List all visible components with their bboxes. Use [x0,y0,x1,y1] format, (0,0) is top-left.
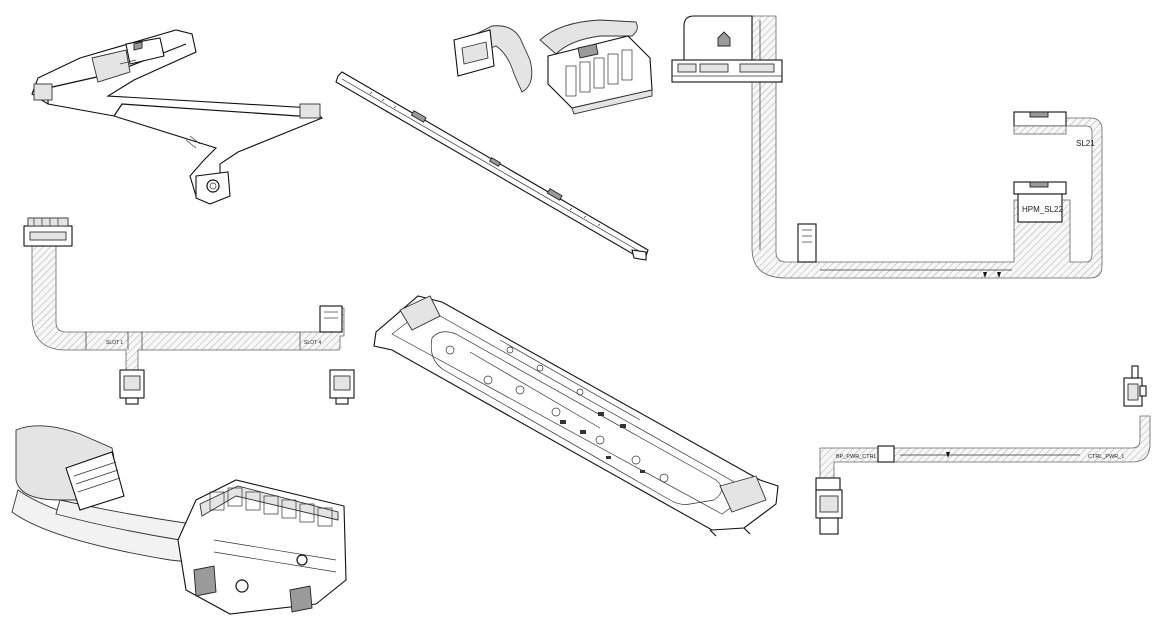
bp-label-tag [877,445,895,463]
slot1-plug [119,369,145,405]
rail-drawing [335,71,649,261]
ribbon-connector-3d [453,19,653,115]
slot4-plug [329,369,355,405]
slot4-label: SLOT 4 [304,340,321,346]
ctrl-pwr-1-label: CTRL_PWR_1 [1088,454,1124,460]
slot1-label: SLOT 1 [106,340,123,346]
bp-pwr-ctrl-label: BP_PWR_CTRL [836,454,877,460]
ctrl-pwr-connector [1123,365,1147,407]
sl21-label: SL21 [1076,139,1095,148]
t-bracket-drawing [31,29,323,205]
top-connector [671,15,783,83]
slot-label-tag [319,305,343,333]
bp-plug [815,477,843,535]
sl21-connector [1013,111,1067,135]
hpm-sl22-label: HPM_SL22 [1022,205,1063,214]
hpm-sl-cable-drawing: HPM_SL22 SL21 [671,15,1103,279]
hpm-sl22-connector [1013,181,1067,223]
drive-tray-drawing [373,295,779,537]
slot-top-connector [23,217,73,247]
connector-assembly-3d [11,425,347,615]
slot-cable-drawing: SLOT 1 SLOT 4 [23,217,355,405]
bp-pwr-ctrl-cable-drawing: BP_PWR_CTRL CTRL_PWR_1 [815,365,1151,535]
label-tag [797,223,817,263]
